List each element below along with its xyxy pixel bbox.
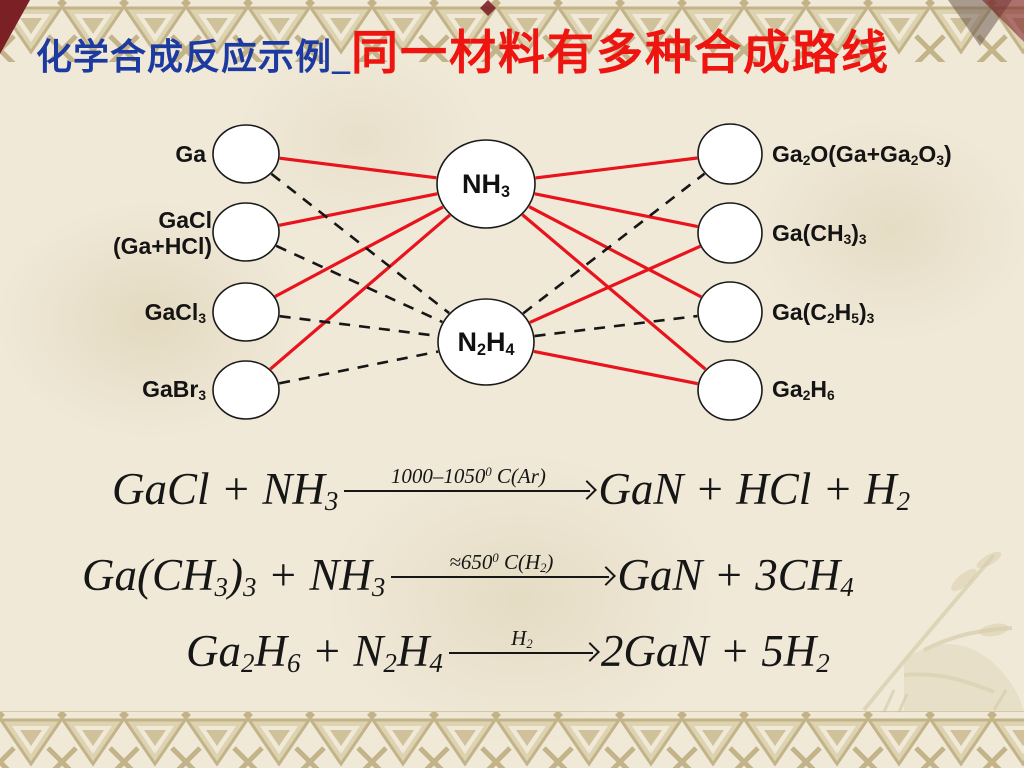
node-circle-C2	[437, 298, 535, 386]
edge-C2-R2-red	[529, 244, 701, 324]
edge-C2-R1-dashed	[522, 172, 706, 315]
arrowhead-icon	[596, 566, 617, 586]
reaction-arrow-1: 1000–10500 C(Ar)	[344, 456, 598, 504]
node-label-GaCl: GaCl (Ga+HCl)	[40, 207, 212, 259]
equation-2: Ga(CH3)3 + NH3 ≈6500 C(H2) GaN + 3CH4	[82, 542, 854, 603]
node-circle-C1	[436, 139, 536, 229]
node-circle-L3	[212, 282, 280, 342]
edge-L4-C1-red	[269, 213, 451, 371]
node-circle-R4	[697, 359, 763, 421]
node-label-GaCl3: GaCl3	[144, 299, 206, 327]
edge-L2-C1-red	[278, 192, 438, 227]
synthesis-network-diagram	[212, 123, 763, 421]
edge-C1-R4-red	[521, 213, 707, 371]
equation-1-condition: 1000–10500 C(Ar)	[390, 464, 546, 488]
bottom-border-ornament	[0, 711, 1024, 768]
node-circle-L4	[212, 360, 280, 420]
equation-3-rhs: 2GaN + 5H2	[600, 626, 830, 679]
node-circle-L2	[212, 202, 280, 262]
edge-C1-R1-red	[535, 156, 698, 180]
equation-2-lhs: Ga(CH3)3 + NH3	[82, 550, 386, 603]
title-highlight: 同一材料有多种合成路线	[351, 26, 891, 79]
edge-C2-R3-dashed	[534, 314, 698, 338]
title-prefix: 化学合成反应示例_	[36, 37, 352, 77]
node-label-GaCl-line2: (Ga+HCl)	[112, 233, 212, 259]
equation-1-lhs: GaCl + NH3	[112, 464, 339, 517]
equation-3-lhs: Ga2H6 + N2H4	[186, 626, 443, 679]
edge-C2-R4-red	[533, 349, 699, 386]
node-label-Ga2H6: Ga2H6	[772, 376, 835, 404]
node-label-NH3: NH3	[461, 169, 510, 201]
node-label-Ga: Ga	[175, 141, 206, 167]
arrowhead-icon	[579, 642, 600, 662]
slide-title: 化学合成反应示例_ 同一材料有多种合成路线	[36, 14, 890, 83]
node-circle-R3	[697, 281, 763, 343]
reaction-arrow-3: H2	[448, 618, 600, 666]
edge-L4-C2-dashed	[278, 350, 439, 385]
edge-L3-C1-red	[274, 205, 444, 298]
node-label-GaC2H53: Ga(C2H5)3	[772, 299, 875, 327]
edge-L1-C1-red	[279, 156, 437, 180]
edge-L1-C2-dashed	[270, 172, 450, 315]
node-label-GaBr3: GaBr3	[142, 376, 206, 404]
edge-L3-C2-dashed	[279, 314, 438, 338]
equation-3-condition: H2	[511, 626, 533, 652]
equation-1-rhs: GaN + HCl + H2	[598, 464, 911, 517]
equation-2-rhs: GaN + 3CH4	[617, 550, 854, 603]
equation-1: GaCl + NH3 1000–10500 C(Ar) GaN + HCl + H2	[112, 456, 911, 517]
edge-L2-C2-dashed	[275, 244, 443, 324]
node-circle-R1	[697, 123, 763, 185]
node-label-Ga2O: Ga2O(Ga+Ga2O3)	[772, 141, 952, 169]
arrowhead-icon	[577, 480, 598, 500]
edge-C1-R2-red	[534, 192, 699, 229]
edge-C1-R3-red	[528, 205, 702, 299]
node-label-GaCl-line1: GaCl	[158, 207, 212, 233]
reaction-arrow-2: ≈6500 C(H2)	[391, 542, 617, 590]
node-label-GaCH33: Ga(CH3)3	[772, 220, 867, 248]
node-circle-L1	[212, 124, 280, 184]
node-circle-R2	[697, 202, 763, 264]
node-label-N2H4: N2H4	[457, 327, 515, 359]
equation-3: Ga2H6 + N2H4 H2 2GaN + 5H2	[186, 618, 830, 679]
equation-2-condition: ≈6500 C(H2)	[449, 550, 554, 576]
